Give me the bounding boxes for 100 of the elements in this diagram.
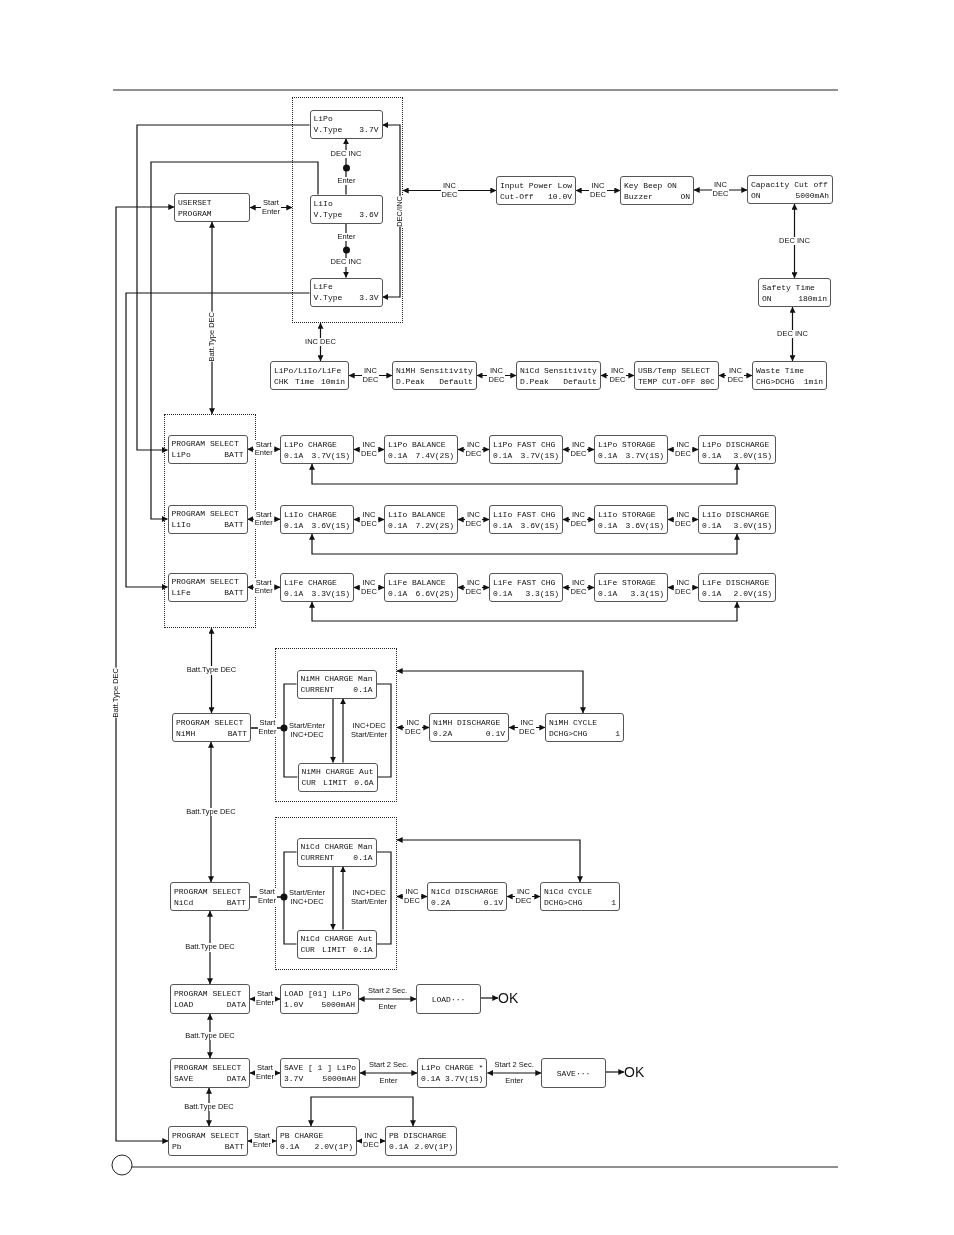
screen-text: 0.1A 7.2V(2S) xyxy=(388,519,454,531)
lcd-screen-box xyxy=(427,882,507,911)
lcd-screen-box xyxy=(280,505,354,534)
screen-text: Pb BATT xyxy=(172,1141,244,1152)
screen-text: SAVE DATA xyxy=(174,1073,246,1084)
arrow xyxy=(480,995,499,1001)
arrow xyxy=(693,187,748,193)
screen-text: ON 5000mAh xyxy=(751,189,829,201)
screen-text: CHG>DCHG 1min xyxy=(756,375,823,387)
lcd-screen-box xyxy=(545,713,624,742)
screen-text: Buzzer ON xyxy=(624,190,690,202)
lcd-screen-box xyxy=(174,193,250,222)
lcd-screen-box xyxy=(747,175,833,204)
screen-text: LiIo BALANCE xyxy=(388,508,447,520)
arrow xyxy=(150,161,319,522)
screen-text: TEMP CUT-OFF 80C xyxy=(638,375,715,387)
arrow xyxy=(562,584,595,591)
lcd-screen-box xyxy=(758,278,831,307)
arrow xyxy=(402,187,497,194)
screen-text: LOAD [01] LiPo xyxy=(284,988,353,999)
screen-text: 0.1A 3.7V(1S) xyxy=(421,1073,484,1084)
screen-text: NiMH BATT xyxy=(176,727,247,739)
screen-text: LiFe xyxy=(313,281,334,292)
screen-text: 0.1A 3.0V(1S) xyxy=(702,449,772,461)
lcd-screen-box xyxy=(594,435,668,464)
arrow xyxy=(348,372,393,379)
screen-text: LiPo/LiIo/LiFe xyxy=(274,364,343,376)
lcd-screen-box xyxy=(429,713,509,742)
screen-text: SAVE [ 1 ] LiPo xyxy=(284,1062,356,1073)
screen-text: LiPo BALANCE xyxy=(388,438,447,450)
screen-text: 0.1A 7.4V(2S) xyxy=(388,449,454,461)
arrow xyxy=(476,372,517,379)
lcd-screen-box xyxy=(170,984,250,1014)
arrow xyxy=(330,865,336,931)
lcd-screen-box xyxy=(296,837,377,867)
arrow xyxy=(247,1138,277,1144)
arrow xyxy=(358,996,417,1002)
arrow xyxy=(356,1138,386,1144)
lcd-screen-box xyxy=(170,882,250,911)
arrow xyxy=(457,584,490,591)
lcd-screen-box xyxy=(752,361,827,390)
screen-text: DCHG>CHG 1 xyxy=(544,896,616,908)
arrow xyxy=(562,516,595,523)
screen-text: PROGRAM SELECT xyxy=(174,885,243,897)
lcd-screen-box xyxy=(297,762,378,792)
screen-text: USERSET xyxy=(178,196,213,208)
screen-text: V.Type 3.6V xyxy=(313,209,379,220)
screen-text: PROGRAM SELECT xyxy=(171,438,240,449)
arrow xyxy=(136,124,311,453)
screen-text: USB/Temp SELECT xyxy=(638,364,711,376)
screen-text: PROGRAM SELECT xyxy=(171,576,240,587)
screen-text: 1.0V 5000mAH xyxy=(284,999,355,1010)
arrow xyxy=(208,627,215,714)
dotted-group-frame xyxy=(292,97,403,323)
connector-line xyxy=(375,683,392,778)
lcd-screen-box xyxy=(296,669,377,699)
lcd-screen-box xyxy=(167,504,248,534)
screen-text: PROGRAM SELECT xyxy=(172,1130,241,1141)
screen-text: PROGRAM SELECT xyxy=(174,1062,243,1073)
screen-text: 0.1A 2.0V(1S) xyxy=(702,587,772,599)
screen-text: 3.7V 5000mAH xyxy=(284,1073,356,1084)
arrow xyxy=(396,837,583,883)
screen-text: NiCd CYCLE xyxy=(544,885,593,897)
screen-text: NiCd CHARGE Aut xyxy=(300,933,373,944)
lcd-screen-box xyxy=(634,361,719,390)
arrow xyxy=(309,601,740,622)
connector-line xyxy=(249,896,298,945)
lcd-screen-box xyxy=(594,573,668,602)
screen-text: Cut-Off 10.0V xyxy=(500,190,572,202)
screen-text: 0.1A 3.6V(1S) xyxy=(493,519,559,531)
arrow xyxy=(330,697,336,764)
dotted-group-frame xyxy=(275,817,397,970)
screen-text: DCHG>CHG 1 xyxy=(549,727,620,739)
arrow xyxy=(309,533,740,555)
lcd-screen-box xyxy=(309,194,383,224)
lcd-screen-box xyxy=(594,505,668,534)
screen-text: NiCd DISCHARGE xyxy=(431,885,500,897)
screen-text: LiIo STORAGE xyxy=(598,508,657,520)
screen-text: Capacity Cut off xyxy=(751,178,829,190)
lcd-screen-box xyxy=(172,713,251,742)
lcd-screen-box xyxy=(270,361,349,390)
arrow xyxy=(359,1070,418,1076)
screen-text: 0.1A 3.3(1S) xyxy=(598,587,664,599)
screen-text: 0.1A 3.6V(1S) xyxy=(284,519,350,531)
arrow xyxy=(457,516,490,523)
arrow xyxy=(506,893,541,900)
screen-text: 0.1A 3.7V(1S) xyxy=(598,449,664,461)
screen-text: CUR LIMIT 0.6A xyxy=(301,777,374,788)
arrow xyxy=(353,446,385,453)
arrow xyxy=(396,668,586,714)
lcd-screen-box xyxy=(276,1126,357,1156)
lcd-screen-box xyxy=(541,1058,606,1088)
screen-text: 0.1A 3.3(1S) xyxy=(493,587,559,599)
screen-text: D.Peak Default xyxy=(396,375,473,387)
screen-text: PROGRAM SELECT xyxy=(176,716,245,728)
lcd-screen-box xyxy=(384,573,458,602)
arrow xyxy=(508,724,546,731)
lcd-screen-box xyxy=(280,1058,360,1088)
lcd-screen-box xyxy=(416,984,481,1014)
screen-text: LiIo DISCHARGE xyxy=(702,508,771,520)
